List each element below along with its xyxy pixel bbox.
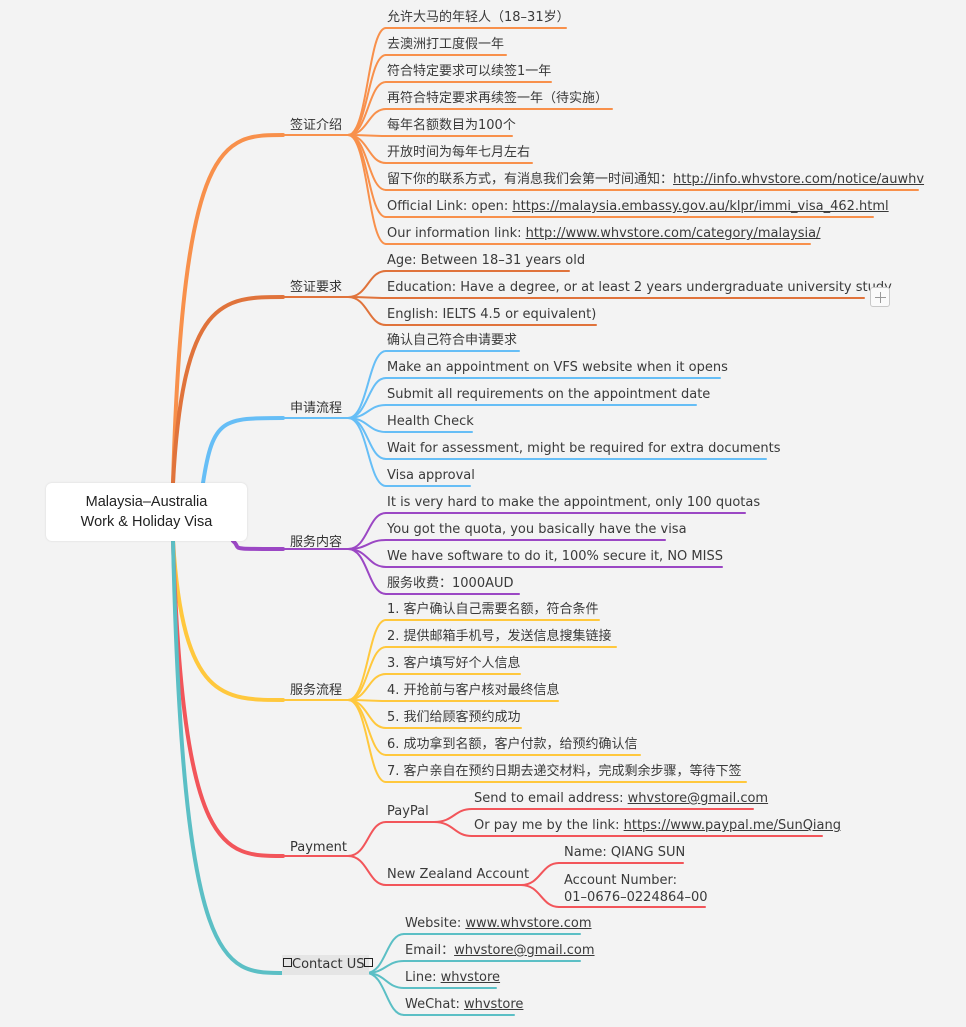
service-flow-connector-1: [347, 646, 387, 701]
contact-line-item[interactable]: Line: whvstore: [405, 970, 501, 985]
expand-toggle-button[interactable]: [870, 287, 890, 307]
root-title-line-1: Malaysia–Australia: [85, 494, 208, 510]
service-content-item[interactable]: We have software to do it, 100% secure i…: [387, 549, 723, 564]
apply-step-item[interactable]: Health Check: [387, 414, 474, 429]
contact-website-item[interactable]: Website: www.whvstore.com: [405, 916, 592, 931]
service-content-item[interactable]: It is very hard to make the appointment,…: [387, 495, 761, 510]
service-content-connector-2: [347, 548, 387, 568]
visa-intro-official-link-item[interactable]: Official Link: open: https://malaysia.em…: [387, 199, 889, 214]
service-step-item[interactable]: 6. 成功拿到名额，客户付款，给预约确认信: [387, 737, 638, 752]
visa-intro-item[interactable]: 开放时间为每年七月左右: [387, 145, 531, 160]
root-to-visa-req-curve: [171, 295, 285, 485]
visa-intro-connector-0: [347, 27, 387, 136]
root-to-service-flow-curve: [171, 539, 285, 702]
service-step-item[interactable]: 7. 客户亲自在预约日期去递交材料，完成剩余步骤，等待下签: [387, 764, 742, 779]
branch-service-content[interactable]: 服务内容: [290, 535, 343, 550]
paypal-topic[interactable]: PayPal: [387, 804, 429, 819]
paypal-email-link[interactable]: whvstore@gmail.com: [627, 791, 769, 806]
apply-step-item[interactable]: Submit all requirements on the appointme…: [387, 387, 711, 402]
visa-intro-info-link-item[interactable]: Our information link: http://www.whvstor…: [387, 226, 821, 241]
visa-req-item[interactable]: English: IELTS 4.5 or equivalent): [387, 307, 597, 322]
visa-req-item[interactable]: Age: Between 18–31 years old: [387, 253, 586, 268]
service-step-item[interactable]: 5. 我们给顾客预约成功: [387, 710, 521, 725]
root-to-contact-curve: [171, 539, 285, 975]
payment-connector-1: [347, 855, 387, 886]
paypal-me-link[interactable]: https://www.paypal.me/SunQiang: [623, 818, 841, 833]
paypal-connector-1: [433, 821, 473, 837]
apply-step-item[interactable]: Wait for assessment, might be required f…: [387, 441, 781, 456]
apply-connector-0: [347, 350, 387, 419]
service-flow-connector-6: [347, 699, 387, 783]
visa-intro-item[interactable]: 再符合特定要求再续签一年（待实施）: [387, 91, 609, 106]
nz-connector-1: [520, 884, 560, 908]
paypal-link-item[interactable]: Or pay me by the link: https://www.paypa…: [474, 818, 841, 833]
root-title-line-2: Work & Holiday Visa: [80, 514, 213, 530]
payment-connector-0: [347, 821, 387, 857]
nz-connector-0: [520, 862, 560, 886]
service-step-item[interactable]: 4. 开抢前与客户核对最终信息: [387, 683, 560, 698]
box-glyph-icon: [283, 958, 292, 967]
branch-application-process[interactable]: 申请流程: [290, 401, 343, 416]
official-link[interactable]: https://malaysia.embassy.gov.au/klpr/imm…: [512, 199, 889, 214]
service-content-item[interactable]: You got the quota, you basically have th…: [387, 522, 687, 537]
visa-intro-connector-8: [347, 134, 387, 245]
root-topic[interactable]: Malaysia–Australia Work & Holiday Visa: [46, 483, 247, 541]
apply-connector-5: [347, 417, 387, 487]
website-link[interactable]: www.whvstore.com: [465, 916, 592, 931]
contact-email-item[interactable]: Email：whvstore@gmail.com: [405, 943, 595, 958]
visa-req-connector-0: [347, 270, 387, 298]
branch-visa-requirements[interactable]: 签证要求: [290, 280, 343, 295]
apply-step-item[interactable]: Make an appointment on VFS website when …: [387, 360, 728, 375]
visa-req-item[interactable]: Education: Have a degree, or at least 2 …: [387, 280, 892, 295]
box-glyph-icon: [364, 958, 374, 967]
service-step-item[interactable]: 1. 客户确认自己需要名额，符合条件: [387, 602, 599, 617]
nz-account-topic[interactable]: New Zealand Account: [387, 867, 530, 882]
branch-visa-intro[interactable]: 签证介绍: [290, 118, 343, 133]
root-to-payment-curve: [171, 539, 285, 858]
apply-step-item[interactable]: Visa approval: [387, 468, 475, 483]
paypal-connector-0: [433, 808, 473, 823]
service-step-item[interactable]: 3. 客户填写好个人信息: [387, 656, 521, 671]
service-content-connector-3: [347, 548, 387, 595]
notice-link[interactable]: http://info.whvstore.com/notice/auwhv: [673, 172, 925, 187]
line-id[interactable]: whvstore: [440, 970, 501, 985]
contact-connector-3: [365, 972, 405, 1016]
nz-account-number[interactable]: Account Number:01–0676–0224864–00: [564, 873, 708, 905]
apply-step-item[interactable]: 确认自己符合申请要求: [387, 333, 518, 348]
service-content-connector-1: [347, 539, 387, 550]
service-content-item[interactable]: 服务收费：1000AUD: [387, 576, 514, 591]
visa-intro-item[interactable]: 去澳洲打工度假一年: [387, 37, 505, 52]
branch-payment[interactable]: Payment: [290, 840, 347, 855]
service-step-item[interactable]: 2. 提供邮箱手机号，发送信息搜集链接: [387, 629, 612, 644]
info-link[interactable]: http://www.whvstore.com/category/malaysi…: [525, 226, 821, 241]
visa-req-connector-2: [347, 296, 387, 326]
branch-contact-us[interactable]: Contact US: [283, 957, 374, 973]
paypal-email-item[interactable]: Send to email address: whvstore@gmail.co…: [474, 791, 769, 806]
root-to-visa-intro-curve: [171, 133, 285, 485]
contact-topic-selection-highlight: [282, 955, 369, 975]
visa-intro-item[interactable]: 符合特定要求可以续签1一年: [387, 64, 552, 79]
root-to-service-content-curve: [231, 539, 285, 551]
service-content-connector-0: [347, 512, 387, 550]
email-link[interactable]: whvstore@gmail.com: [454, 943, 595, 958]
wechat-id[interactable]: whvstore: [463, 997, 524, 1012]
contact-wechat-item[interactable]: WeChat: whvstore: [405, 997, 524, 1012]
nz-account-name[interactable]: Name: QIANG SUN: [564, 845, 686, 860]
visa-intro-item[interactable]: 每年名额数目为100个: [387, 118, 516, 133]
root-to-apply-curve: [201, 416, 285, 485]
visa-intro-notice-item[interactable]: 留下你的联系方式，有消息我们会第一时间通知：http://info.whvsto…: [387, 172, 925, 187]
visa-intro-item[interactable]: 允许大马的年轻人（18–31岁）: [387, 10, 570, 25]
branch-service-process[interactable]: 服务流程: [290, 683, 343, 698]
